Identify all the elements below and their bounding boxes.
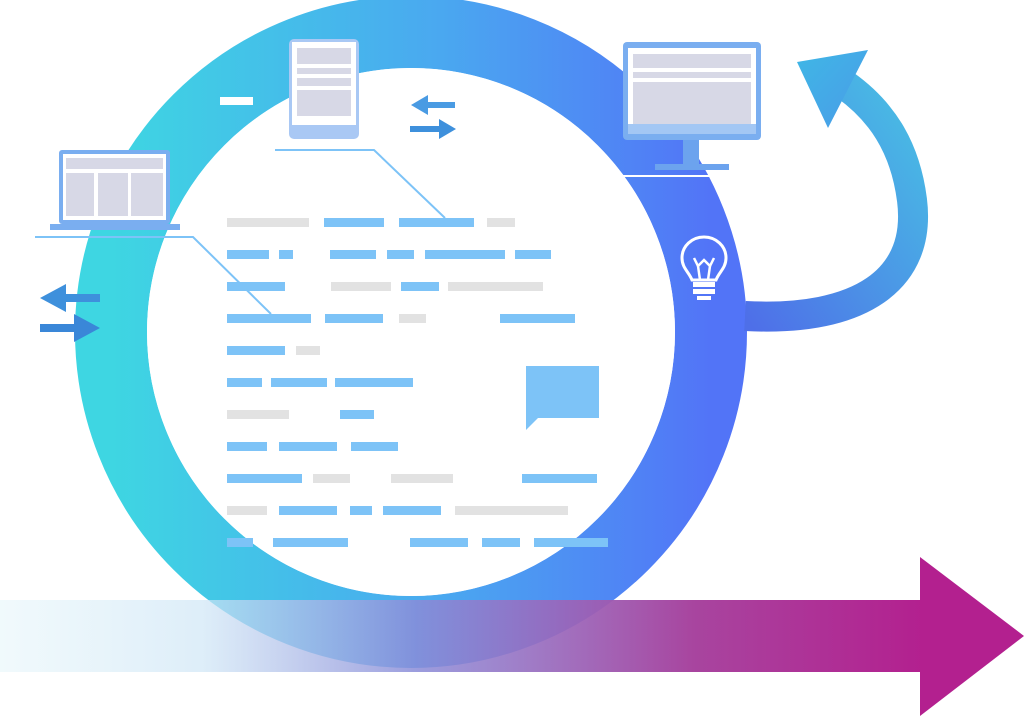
gray-line xyxy=(227,506,267,515)
blue-line xyxy=(482,538,520,547)
blue-line xyxy=(330,250,376,259)
blue-line xyxy=(399,218,474,227)
blue-line xyxy=(325,314,383,323)
gray-line xyxy=(448,282,543,291)
monitor-icon xyxy=(623,42,761,170)
blue-line xyxy=(227,250,269,259)
ring-dash xyxy=(220,97,253,105)
laptop-connector xyxy=(35,236,272,315)
blue-line xyxy=(500,314,575,323)
blue-line xyxy=(335,378,413,387)
forward-arrow-icon xyxy=(0,557,1024,716)
blue-line xyxy=(534,538,608,547)
blue-line xyxy=(279,506,337,515)
blue-line xyxy=(383,506,441,515)
blue-line xyxy=(227,282,285,291)
blue-line xyxy=(279,250,293,259)
gray-line xyxy=(313,474,350,483)
blue-line xyxy=(515,250,551,259)
blue-line xyxy=(425,250,505,259)
gray-line xyxy=(296,346,320,355)
blue-line xyxy=(227,378,262,387)
blue-line xyxy=(227,314,311,323)
chat-bubble-icon xyxy=(526,366,599,430)
gray-line xyxy=(331,282,391,291)
document-lines xyxy=(227,218,608,547)
laptop-icon xyxy=(50,150,180,230)
blue-line xyxy=(387,250,414,259)
connector-lines xyxy=(35,149,742,315)
blue-line xyxy=(340,410,374,419)
tablet-icon xyxy=(289,39,359,139)
blue-line xyxy=(279,442,337,451)
tablet-connector xyxy=(275,149,446,219)
gray-line xyxy=(227,410,289,419)
lightbulb-icon xyxy=(680,235,728,300)
sync-arrows-icon xyxy=(410,95,456,139)
blue-line xyxy=(350,506,372,515)
blue-line xyxy=(401,282,439,291)
blue-line xyxy=(227,442,267,451)
gray-line xyxy=(455,506,568,515)
blue-line xyxy=(324,218,384,227)
blue-line xyxy=(410,538,468,547)
gray-line xyxy=(227,218,309,227)
blue-line xyxy=(351,442,398,451)
blue-line xyxy=(273,538,348,547)
blue-line xyxy=(271,378,327,387)
gray-line xyxy=(487,218,515,227)
curved-arrow-icon xyxy=(744,50,929,332)
blue-line xyxy=(227,346,285,355)
blue-line xyxy=(227,474,302,483)
blue-line xyxy=(522,474,597,483)
gray-line xyxy=(391,474,453,483)
gray-line xyxy=(399,314,426,323)
sync-arrows-icon xyxy=(40,284,100,342)
blue-line xyxy=(227,538,253,547)
inner-document-area xyxy=(147,68,675,596)
